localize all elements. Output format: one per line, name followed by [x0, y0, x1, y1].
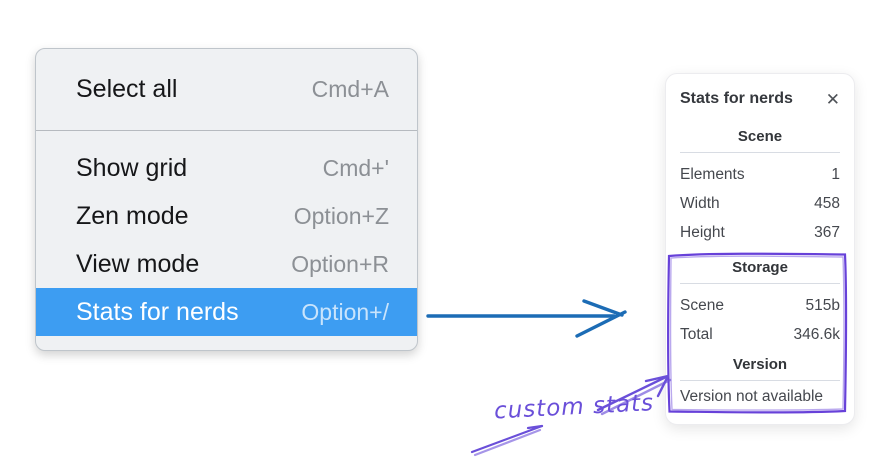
menu-item-label: Select all — [76, 75, 178, 103]
menu-item-stats-for-nerds[interactable]: Stats for nerds Option+/ — [36, 288, 417, 336]
menu-item-select-all[interactable]: Select all Cmd+A — [36, 49, 417, 130]
arrow-menu-to-panel-icon — [426, 299, 627, 338]
section-divider — [680, 283, 840, 284]
stat-row-width: Width 458 — [680, 189, 840, 218]
stat-value: 1 — [831, 165, 840, 183]
menu-item-shortcut: Option+/ — [301, 298, 389, 325]
menu-item-label: Show grid — [76, 153, 188, 182]
stat-label: Scene — [680, 296, 724, 314]
stat-label: Elements — [680, 165, 745, 183]
menu-item-show-grid[interactable]: Show grid Cmd+' — [36, 144, 417, 192]
version-note: Version not available — [680, 388, 824, 405]
section-heading: Storage — [732, 259, 788, 276]
stat-value: 367 — [814, 223, 840, 241]
stat-value: 346.6k — [793, 325, 840, 343]
section-divider — [680, 152, 840, 153]
close-icon[interactable]: ✕ — [825, 89, 840, 109]
section-scene: Scene Elements 1 Width 458 Height 367 — [680, 128, 840, 247]
context-menu: Select all Cmd+A Show grid Cmd+' Zen mod… — [35, 48, 418, 351]
menu-item-label: Stats for nerds — [76, 297, 239, 326]
menu-item-shortcut: Option+Z — [293, 202, 389, 229]
stat-value: 515b — [805, 296, 840, 314]
menu-group-bottom: Show grid Cmd+' Zen mode Option+Z View m… — [36, 131, 417, 350]
stat-label: Height — [680, 223, 725, 241]
stat-row-height: Height 367 — [680, 218, 840, 247]
menu-item-shortcut: Cmd+A — [311, 76, 389, 102]
section-divider — [680, 380, 840, 381]
stats-panel-title: Stats for nerds — [680, 90, 793, 107]
annotation-arrow-tail-icon — [470, 424, 544, 457]
stat-row-scene-size: Scene 515b — [680, 291, 840, 320]
menu-item-shortcut: Cmd+' — [322, 154, 389, 181]
stat-label: Width — [680, 194, 720, 212]
stats-panel-header: Stats for nerds ✕ — [680, 90, 840, 108]
stats-panel: Stats for nerds ✕ Scene Elements 1 Width… — [665, 73, 855, 425]
stat-value: 458 — [814, 194, 840, 212]
stat-row-elements: Elements 1 — [680, 160, 840, 189]
menu-item-zen-mode[interactable]: Zen mode Option+Z — [36, 192, 417, 240]
menu-group-top: Select all Cmd+A — [36, 49, 417, 130]
menu-item-shortcut: Option+R — [291, 250, 389, 277]
section-version: Version Version not available — [680, 356, 840, 406]
annotation-custom-stats-label: custom stats — [493, 390, 655, 425]
menu-item-label: View mode — [76, 249, 200, 278]
menu-divider — [36, 130, 417, 131]
stat-label: Total — [680, 325, 713, 343]
menu-item-view-mode[interactable]: View mode Option+R — [36, 240, 417, 288]
stat-row-total-size: Total 346.6k — [680, 320, 840, 349]
section-heading: Version — [732, 356, 788, 373]
section-heading: Scene — [737, 128, 783, 145]
menu-item-label: Zen mode — [76, 201, 189, 230]
section-storage: Storage Scene 515b Total 346.6k — [680, 259, 840, 349]
